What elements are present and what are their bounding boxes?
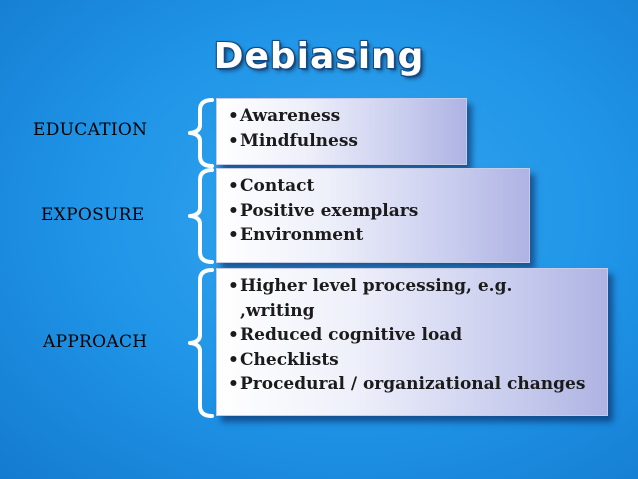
brace-exposure: [188, 168, 214, 264]
panel-education: Awareness Mindfulness: [216, 98, 467, 165]
row-label-approach: APPROACH: [43, 332, 148, 352]
list-item: Checklists: [228, 348, 597, 373]
list-item: Higher level processing, e.g. ,writing: [228, 274, 538, 323]
list-item: Awareness: [228, 104, 456, 129]
list-item: Contact: [228, 174, 519, 199]
list-exposure: Contact Positive exemplars Environment: [228, 174, 519, 248]
row-label-exposure: EXPOSURE: [41, 205, 145, 225]
list-item: Procedural / organizational changes: [228, 372, 597, 397]
brace-approach: [188, 268, 214, 418]
list-item: Reduced cognitive load: [228, 323, 597, 348]
list-item: Positive exemplars: [228, 199, 519, 224]
list-item: Mindfulness: [228, 129, 456, 154]
panel-exposure: Contact Positive exemplars Environment: [216, 168, 530, 263]
row-label-education: EDUCATION: [33, 120, 148, 140]
slide-title: Debiasing: [213, 36, 425, 77]
list-item: Environment: [228, 223, 519, 248]
list-approach: Higher level processing, e.g. ,writing R…: [228, 274, 597, 397]
brace-education: [188, 98, 214, 168]
panel-approach: Higher level processing, e.g. ,writing R…: [216, 268, 608, 416]
list-education: Awareness Mindfulness: [228, 104, 456, 153]
